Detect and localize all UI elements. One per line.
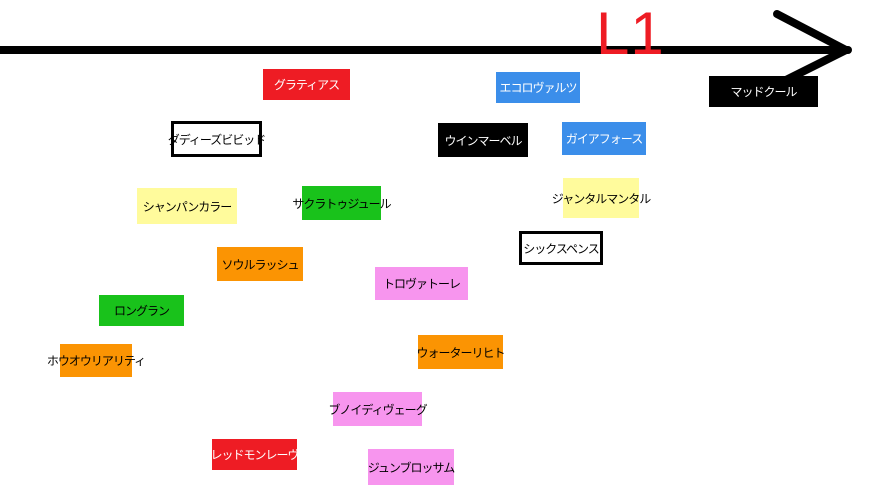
tag-label: サクラトゥジュール <box>292 196 391 211</box>
tag-red-mon: レッドモンレーヴ <box>210 439 300 470</box>
tag-label: ウォーターリヒト <box>416 345 506 360</box>
tag-label: ブノイディヴェーグ <box>328 402 427 417</box>
tag-gaia-force: ガイアフォース <box>562 122 646 155</box>
tag-label: シックスペンス <box>523 241 600 256</box>
tag-hou-quality: ホウオウリアリティ <box>47 344 146 377</box>
tag-label: グラティアス <box>273 78 340 92</box>
l1-axis-arrow <box>0 10 852 88</box>
tag-label: ウインマーベル <box>444 133 522 148</box>
tag-gratias: グラティアス <box>263 69 350 100</box>
tag-mad-cool: マッドクール <box>709 76 818 107</box>
tag-soul-rush: ソウルラッシュ <box>217 247 303 281</box>
tag-sakura-tour: サクラトゥジュール <box>292 186 392 220</box>
tag-label: トロヴァトーレ <box>382 277 461 291</box>
axis-label: L1 <box>596 0 665 67</box>
tag-tropf: トロヴァトーレ <box>375 267 468 300</box>
tag-bunity: ブノイディヴェーグ <box>328 392 428 426</box>
tag-win-marvel: ウインマーベル <box>438 123 528 157</box>
tag-sixth-sense: シックスペンス <box>519 231 603 265</box>
tag-jantar-mantar: ジャンタルマンタル <box>552 178 651 218</box>
tag-label: ロングラン <box>113 304 170 318</box>
tag-label: ジャンタルマンタル <box>551 191 651 206</box>
tag-label: シャンパンカラー <box>142 199 233 214</box>
tag-jun-blossom: ジュンブロッサム <box>367 449 456 485</box>
tag-label: ジュンブロッサム <box>367 460 456 475</box>
tag-long-run: ロングラン <box>99 295 184 326</box>
tag-label: エコロヴァルツ <box>499 81 577 95</box>
tag-dirty-vivid: ダディーズビビッド <box>168 121 266 157</box>
tag-eco-waltz: エコロヴァルツ <box>496 72 580 103</box>
tag-label: マッドクール <box>730 85 797 99</box>
tag-label: ホウオウリアリティ <box>46 354 146 368</box>
tag-label: レッドモンレーヴ <box>210 448 300 462</box>
tag-label: ダディーズビビッド <box>167 132 267 147</box>
tag-champagne-color: シャンパンカラー <box>137 188 237 224</box>
tag-label: ソウルラッシュ <box>221 257 299 272</box>
tag-label: ガイアフォース <box>565 132 643 146</box>
tag-water-lilith: ウォーターリヒト <box>416 335 506 369</box>
